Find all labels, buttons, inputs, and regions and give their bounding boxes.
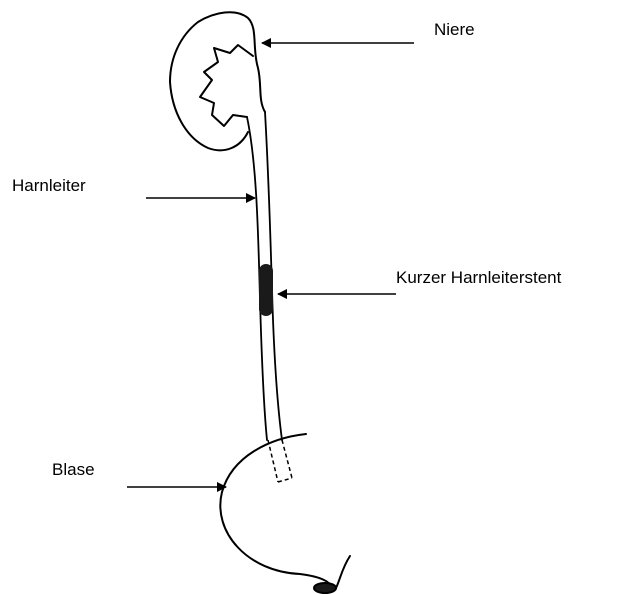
label-harnleiter: Harnleiter [12, 176, 86, 196]
label-kurzer-harnleiterstent: Kurzer Harnleiterstent [396, 268, 561, 288]
renal-pelvis [200, 45, 253, 126]
label-niere: Niere [434, 20, 475, 40]
bladder-right-side [336, 556, 350, 588]
ureter-dashed-end [268, 440, 292, 482]
kidney-outline [170, 12, 265, 150]
bladder-outline [220, 434, 332, 588]
bladder-drawing [220, 434, 350, 593]
bladder-outlet [314, 583, 336, 593]
kidney-drawing [170, 12, 265, 150]
label-blase: Blase [52, 460, 95, 480]
ureter-stent [259, 264, 273, 316]
